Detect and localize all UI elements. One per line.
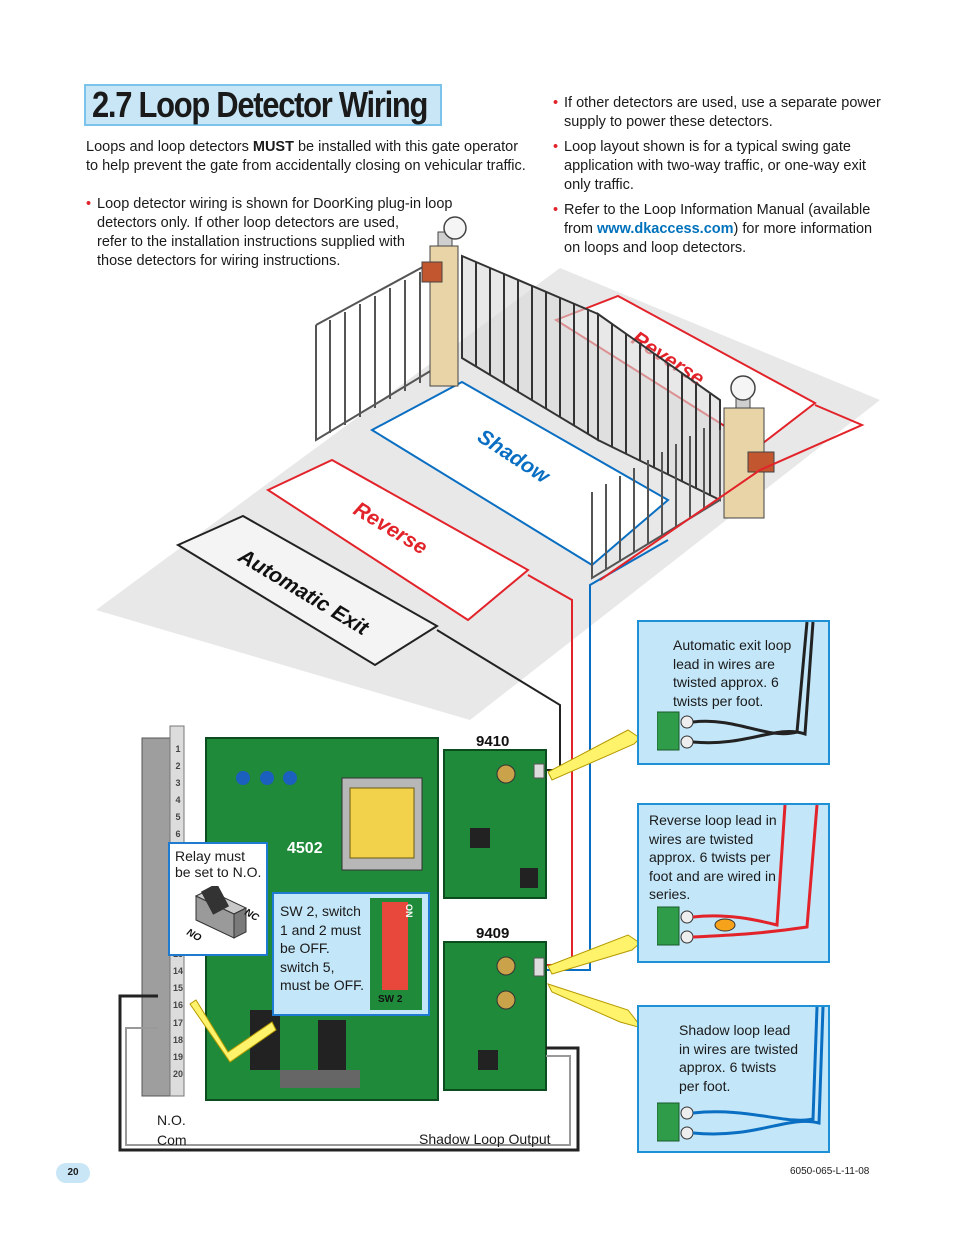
right-bullet-text: ) for more information xyxy=(733,221,873,237)
callout-line: series. xyxy=(649,886,691,902)
terminal-number: 18 xyxy=(172,1034,183,1045)
callout-line: foot and are wired in xyxy=(649,867,776,884)
callout-exit-loop: Automatic exit loop lead in wires are tw… xyxy=(637,620,830,765)
com-output-wire xyxy=(118,994,580,1152)
sw2-switch-body xyxy=(382,902,408,990)
callout-line: in wires are twisted xyxy=(679,1040,799,1057)
page-number: 20 xyxy=(56,1163,90,1183)
intro-bold: MUST xyxy=(252,139,294,155)
left-bullet-line: refer to the installation instructions s… xyxy=(97,234,405,250)
callout-arrow-exit xyxy=(547,729,641,781)
gate-post-right xyxy=(723,375,775,519)
terminal-number: 4 xyxy=(175,795,181,806)
left-bullet-line: detectors only. If other loop detectors … xyxy=(97,215,399,231)
sw2-note-line: must be OFF. xyxy=(280,977,365,993)
right-bullet-line: on loops and loop detectors. xyxy=(564,240,747,256)
shadow-twisted-wires xyxy=(657,1007,825,1142)
shadow-loop: Shadow xyxy=(369,380,670,567)
right-bullet-line: application with two-way traffic, or one… xyxy=(564,158,866,174)
bullet-dot: • xyxy=(553,202,559,218)
page-title: 2.7 Loop Detector Wiring xyxy=(92,84,428,125)
board-4502-label: 4502 xyxy=(287,840,323,857)
callout-reverse-loop: Reverse loop lead in wires are twisted a… xyxy=(637,803,830,963)
callout-line: approx. 6 twists per xyxy=(649,849,771,865)
exit-loop-lead-wire xyxy=(436,629,561,771)
sw2-on-label: ON xyxy=(404,904,414,918)
shadow-loop-output-label: Shadow Loop Output xyxy=(419,1131,551,1147)
callout-line: lead in wires are xyxy=(673,655,775,672)
callout-line: Reverse loop lead in xyxy=(649,812,777,828)
sw2-note-line: be OFF. xyxy=(280,940,330,956)
dkaccess-link[interactable]: www.dkaccess.com xyxy=(597,221,734,237)
reverse-back-lead-wire xyxy=(599,404,865,581)
bullet-dot: • xyxy=(553,139,559,155)
intro-paragraph: Loops and loop detectors MUST be install… xyxy=(86,138,526,176)
shadow-loop-lead-wire xyxy=(545,539,669,971)
intro-text-end: be installed with this gate operator xyxy=(293,139,519,155)
right-bullet-line: Loop layout shown is for a typical swing… xyxy=(564,139,851,155)
relay-arrow xyxy=(189,999,277,1063)
sw2-note-line: SW 2, switch xyxy=(280,903,361,919)
reverse-twisted-wires xyxy=(657,805,819,946)
intro-text: Loops and loop detectors xyxy=(86,139,253,155)
com-label: Com xyxy=(157,1132,187,1148)
callout-line: per foot. xyxy=(679,1077,731,1094)
bullet-dot: • xyxy=(86,196,92,212)
terminal-number: 3 xyxy=(175,778,181,789)
callout-line: Shadow loop lead xyxy=(679,1022,791,1038)
terminal-number: 1 xyxy=(175,744,181,754)
sw2-label: SW 2 xyxy=(378,994,403,1005)
left-bullet: • Loop detector wiring is shown for Door… xyxy=(86,195,466,271)
terminal-number: 15 xyxy=(172,983,183,994)
callout-line: wires are twisted xyxy=(649,830,754,847)
relay-no-label: NO xyxy=(185,927,204,944)
right-bullet-line: supply to power these detectors. xyxy=(564,114,773,130)
terminal-number: 2 xyxy=(175,761,181,772)
sw2-note-line: 1 and 2 must xyxy=(280,921,361,938)
callout-line: twists per foot. xyxy=(673,692,764,709)
terminal-number: 5 xyxy=(175,812,181,823)
relay-note: Relay must be set to N.O. NC NO xyxy=(168,842,268,956)
detector-9410-label: 9410 xyxy=(476,733,509,750)
sw2-dip-switch: ON SW 2 xyxy=(370,898,422,1010)
terminal-number: 6 xyxy=(175,829,181,840)
sw2-note-line: switch 5, xyxy=(280,958,335,975)
terminal-number: 19 xyxy=(172,1051,183,1062)
right-bullet-line: Refer to the Loop Information Manual (av… xyxy=(564,202,871,218)
intro-line2: to help prevent the gate from accidental… xyxy=(86,158,526,174)
callout-line: Automatic exit loop xyxy=(673,637,792,653)
fence-right xyxy=(591,428,721,580)
relay-jumper-illustration: NC NO xyxy=(185,886,261,944)
left-bullet-line: those detectors for wiring instructions. xyxy=(97,253,341,269)
callout-arrow-reverse xyxy=(547,934,641,975)
terminal-number: 14 xyxy=(172,966,183,977)
right-bullet-line: If other detectors are used, use a separ… xyxy=(564,95,881,111)
right-bullet-text: from xyxy=(564,221,598,237)
terminal-number: 17 xyxy=(172,1017,183,1028)
detector-9410-board: 9410 xyxy=(443,733,547,899)
right-bullet-line: only traffic. xyxy=(564,177,634,193)
relay-note-line: Relay must xyxy=(175,848,246,864)
detector-9409-board: 9409 xyxy=(443,925,547,1091)
terminal-number: 20 xyxy=(172,1068,183,1079)
right-bullets: • If other detectors are used, use a sep… xyxy=(553,94,883,258)
relay-note-line: be set to N.O. xyxy=(175,864,262,880)
callout-shadow-loop: Shadow loop lead in wires are twisted ap… xyxy=(637,1005,830,1153)
exit-twisted-wires xyxy=(657,622,815,751)
gate-post-left xyxy=(421,216,467,387)
terminal-number: 16 xyxy=(172,1000,183,1011)
document-code: 6050-065-L-11-08 xyxy=(790,1166,870,1177)
reverse-loop-front: Reverse xyxy=(265,458,530,622)
no-label: N.O. xyxy=(157,1112,186,1128)
callout-line: twisted approx. 6 xyxy=(673,674,779,690)
title-background xyxy=(84,84,442,126)
callout-line: approx. 6 twists xyxy=(679,1059,777,1075)
detector-9409-label: 9409 xyxy=(476,925,509,942)
bullet-dot: • xyxy=(553,95,559,111)
sw2-note: SW 2, switch 1 and 2 must be OFF. switch… xyxy=(272,892,430,1016)
no-output-wire xyxy=(125,1027,571,1146)
left-bullet-line: Loop detector wiring is shown for DoorKi… xyxy=(97,196,453,212)
callout-arrow-shadow xyxy=(547,983,644,1029)
